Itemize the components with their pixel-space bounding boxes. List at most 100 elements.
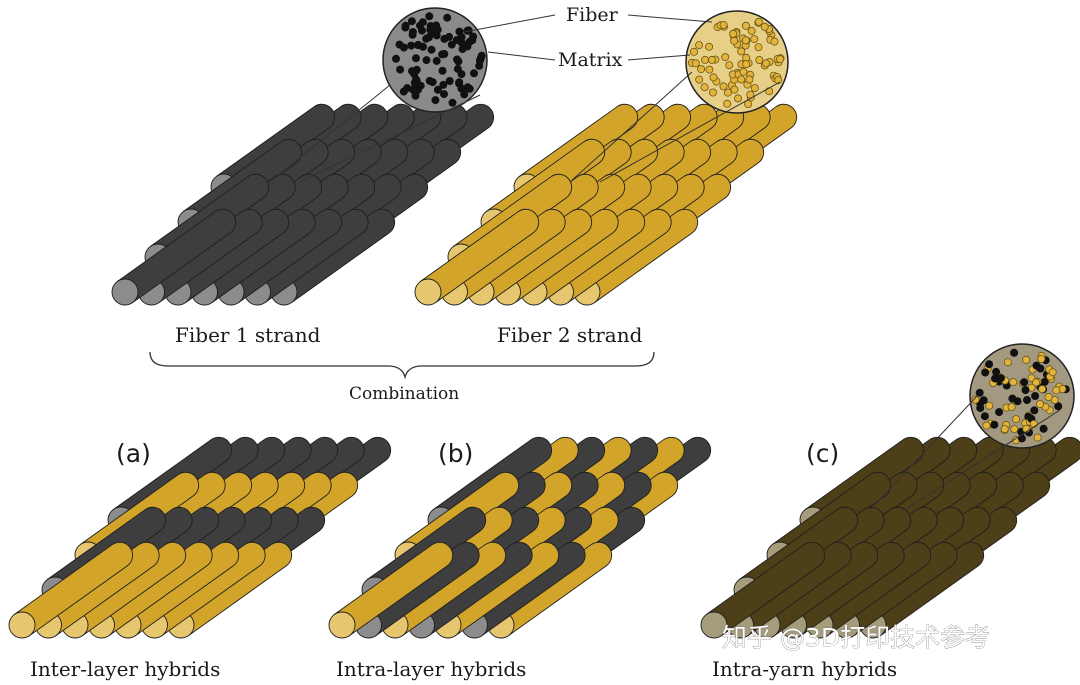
panel-b-caption: Intra-layer hybrids bbox=[336, 657, 526, 681]
fiber1-cross-section bbox=[382, 7, 488, 113]
rod-end bbox=[414, 278, 442, 306]
fiber2-strand-label: Fiber 2 strand bbox=[497, 323, 643, 347]
fiber-dot bbox=[438, 66, 447, 75]
panel-a-caption: Inter-layer hybrids bbox=[30, 657, 220, 681]
panel-c-letter: (c) bbox=[806, 439, 839, 468]
rod-body bbox=[40, 541, 160, 637]
fiber-dot bbox=[709, 73, 718, 82]
fiber-dot bbox=[979, 396, 988, 405]
fiber-dot bbox=[1021, 386, 1030, 395]
fiber-dot bbox=[1012, 415, 1021, 424]
fiber-dot bbox=[448, 98, 457, 107]
fiber1-strand-stack bbox=[111, 103, 495, 306]
rod-body bbox=[578, 208, 699, 304]
fiber-dot bbox=[458, 45, 467, 54]
fiber-dot bbox=[395, 40, 404, 49]
fiber-dot bbox=[426, 25, 435, 34]
rod-body bbox=[732, 541, 852, 637]
fiber-dot bbox=[391, 54, 400, 63]
fiber-dot bbox=[774, 76, 783, 85]
rod-body bbox=[275, 208, 396, 304]
fiber-dot bbox=[1037, 354, 1046, 363]
fiber-dot bbox=[431, 96, 440, 105]
rod-end bbox=[700, 611, 728, 639]
fiber-dot bbox=[1052, 386, 1061, 395]
fiber-dot bbox=[739, 67, 748, 76]
fiber-dot bbox=[433, 85, 442, 94]
rod-body bbox=[785, 541, 905, 637]
fiber-dot bbox=[469, 69, 478, 78]
fiber-dot bbox=[438, 50, 447, 59]
fiber-dot bbox=[1007, 402, 1016, 411]
rod-body bbox=[439, 541, 560, 637]
fiber-dot bbox=[408, 30, 417, 39]
fiber-dot bbox=[407, 41, 416, 50]
fiber-dot bbox=[697, 65, 706, 74]
fiber-dot bbox=[708, 88, 717, 97]
fiber-dot bbox=[985, 401, 994, 410]
fiber-dot bbox=[976, 404, 985, 413]
fiber-dot bbox=[985, 360, 994, 369]
fiber-dot bbox=[428, 78, 437, 87]
panel-b-letter: (b) bbox=[438, 439, 473, 468]
fiber-dot bbox=[422, 34, 431, 43]
inter-layer-stack bbox=[8, 436, 392, 639]
rod-body bbox=[360, 541, 480, 637]
fiber-dot bbox=[399, 87, 408, 96]
fiber-dot bbox=[762, 59, 771, 68]
fiber-dot bbox=[770, 37, 779, 46]
fiber-dot bbox=[765, 87, 774, 96]
fiber-dot bbox=[730, 36, 739, 45]
rod-body bbox=[66, 541, 187, 637]
rod-body bbox=[146, 541, 266, 637]
fiber-dot bbox=[439, 90, 448, 99]
fiber-dot bbox=[454, 57, 463, 66]
fiber-dot bbox=[418, 18, 427, 27]
fiber-dot bbox=[1033, 433, 1042, 442]
fiber-dot bbox=[401, 23, 410, 32]
fiber-dot bbox=[411, 54, 420, 63]
panel-c-caption: Intra-yarn hybrids bbox=[712, 657, 897, 681]
fiber-dot bbox=[439, 80, 448, 89]
fiber-dot bbox=[457, 70, 466, 79]
hybrid-cross-section bbox=[969, 343, 1075, 449]
fiber-dot bbox=[1038, 385, 1047, 394]
leader-lines bbox=[463, 14, 713, 61]
fiber-dot bbox=[465, 84, 474, 93]
rod-body bbox=[492, 541, 613, 637]
fiber-dot bbox=[1044, 392, 1053, 401]
fiber-dot bbox=[432, 56, 441, 65]
fiber-dot bbox=[427, 45, 436, 54]
fiber-dot bbox=[707, 55, 716, 64]
fiber2-strand-stack bbox=[414, 103, 798, 306]
fiber-dot bbox=[417, 26, 426, 35]
fiber-dot bbox=[447, 40, 456, 49]
fiber2-cross-section bbox=[685, 10, 789, 114]
rod-end bbox=[111, 278, 139, 306]
fiber-dot bbox=[995, 408, 1004, 417]
fiber-dot bbox=[396, 65, 405, 74]
fiber-dot bbox=[754, 17, 763, 26]
rod-body bbox=[705, 541, 826, 637]
rod-body bbox=[119, 541, 240, 637]
fiber-dot bbox=[742, 60, 751, 69]
fiber-dot bbox=[475, 61, 484, 70]
rod-body bbox=[838, 541, 958, 637]
rod-body bbox=[249, 208, 369, 304]
intra-yarn-stack bbox=[700, 436, 1080, 639]
fiber-dot bbox=[445, 32, 454, 41]
rod-body bbox=[758, 541, 879, 637]
fiber-dot bbox=[730, 85, 739, 94]
fiber-dot bbox=[477, 51, 486, 60]
fiber-dot bbox=[975, 388, 984, 397]
fiber-dot bbox=[700, 83, 709, 92]
fiber-dot bbox=[414, 40, 423, 49]
rod-body bbox=[472, 208, 593, 304]
rod-body bbox=[466, 541, 586, 637]
fiber1-strand-label: Fiber 1 strand bbox=[175, 323, 321, 347]
combination-brace bbox=[149, 351, 655, 380]
fiber-dot bbox=[407, 17, 416, 26]
fiber-dot bbox=[1030, 406, 1039, 415]
fiber-dot bbox=[754, 43, 763, 52]
